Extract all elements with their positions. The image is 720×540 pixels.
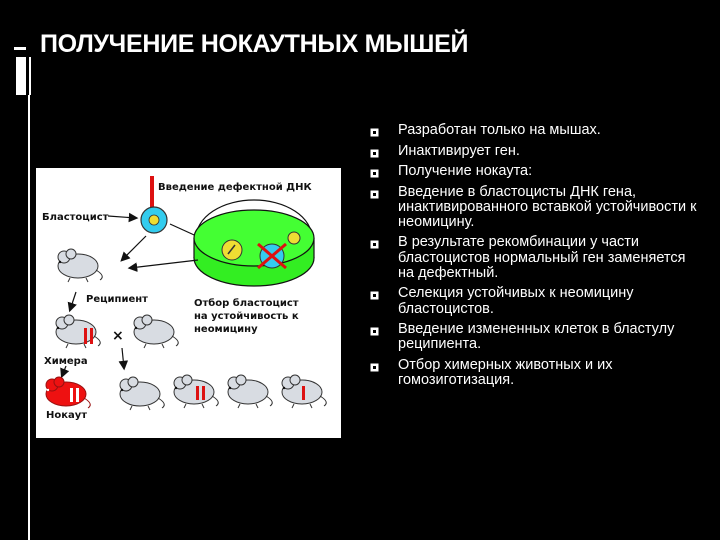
diagram-canvas: Введение дефектной ДНК Бластоцист Реципи… [42,176,327,421]
chimera-mouse [55,314,101,349]
square-bullet-icon [370,188,379,198]
knockout-mouse-diagram: Введение дефектной ДНК Бластоцист Реципи… [36,168,341,438]
left-vertical-rule [28,95,30,540]
offspring-mouse-1 [119,376,165,411]
bullet-text: Введение в бластоцисты ДНК гена, инактив… [398,183,697,230]
decor-bar-top [14,47,26,50]
bullet-list: Разработан только на мышах. Инактивирует… [368,122,698,393]
bullet-text: Селекция устойчивых к неомицину бластоци… [398,285,634,317]
bullet-text: Получение нокаута: [398,163,533,179]
label-selection-1: Отбор бластоцист [194,297,299,309]
square-bullet-icon [370,289,379,300]
wild-type-mouse [133,314,179,349]
bullet-text: Разработан только на мышах. [398,122,601,138]
label-recipient: Реципиент [86,294,148,305]
list-item: В результате рекомбинации у части бласто… [368,235,698,281]
label-selection-3: неомицину [194,324,258,335]
label-blastocyst: Бластоцист [42,212,109,223]
list-item: Селекция устойчивых к неомицину бластоци… [368,286,698,316]
square-bullet-icon [370,147,379,157]
list-item: Введение измененных клеток в бластулу ре… [368,321,698,353]
bullet-text: В результате рекомбинации у части бласто… [398,234,686,281]
offspring-mouse-3 [227,374,273,409]
label-knockout: Нокаут [46,410,87,421]
cross-symbol: × [112,328,124,344]
list-item: Введение в бластоцисты ДНК гена, инактив… [368,183,698,231]
square-bullet-icon [370,361,379,372]
square-bullet-icon [370,126,379,137]
list-item: Отбор химерных животных и их гомозиготиз… [368,356,698,388]
square-bullet-icon [370,167,379,178]
decor-bar-right [29,57,31,95]
bullet-text: Инактивирует ген. [398,142,520,159]
recipient-mouse [57,248,103,283]
list-item: Получение нокаута: [368,163,698,179]
list-item: Разработан только на мышах. [368,122,698,138]
label-selection-2: на устойчивость к [194,311,299,322]
bullet-text: Отбор химерных животных и их гомозиготиз… [398,356,613,388]
knockout-mouse [45,376,91,409]
square-bullet-icon [370,325,379,336]
decor-bar-left [16,57,26,95]
bullet-text: Введение измененных клеток в бластулу ре… [398,321,675,353]
label-chimera: Химера [44,356,88,367]
slide-title: ПОЛУЧЕНИЕ НОКАУТНЫХ МЫШЕЙ [40,30,469,58]
dna-needle [150,176,154,210]
list-item: Инактивирует ген. [368,142,698,159]
square-bullet-icon [370,238,379,249]
label-dna: Введение дефектной ДНК [158,181,312,193]
